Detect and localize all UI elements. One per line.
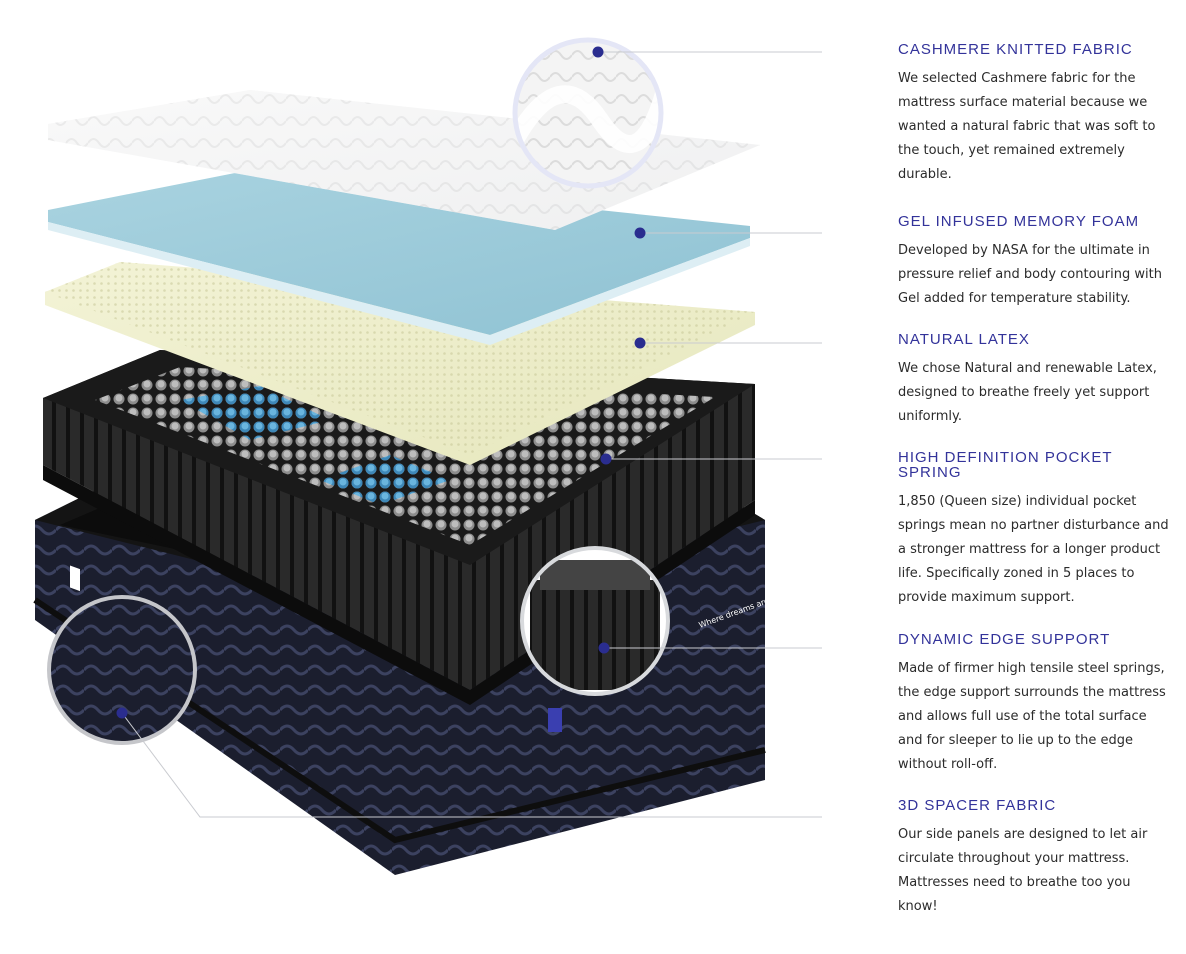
hotspot-latex [634,337,646,349]
feature-description: Developed by NASA for the ultimate in pr… [898,243,1162,306]
feature-dynamic-edge-support: DYNAMIC EDGE SUPPORT Made of firmer high… [898,632,1173,777]
hotspot-edge-support [598,642,610,654]
hotspot-spacer-fabric [116,707,128,719]
feature-title: GEL INFUSED MEMORY FOAM [898,213,1140,230]
feature-3d-spacer-fabric: 3D SPACER FABRIC Our side panels are des… [898,798,1173,919]
feature-description: Our side panels are designed to let air … [898,827,1148,914]
cashmere-zoom-circle [512,37,664,189]
feature-title: HIGH DEFINITION POCKET SPRING [898,449,1113,481]
hotspot-dots [116,46,646,719]
feature-description: We selected Cashmere fabric for the matt… [898,71,1156,182]
feature-cashmere-knitted-fabric: CASHMERE KNITTED FABRIC We selected Cash… [898,42,1173,187]
feature-title: DYNAMIC EDGE SUPPORT [898,631,1111,648]
edge-support-zoom-circle [520,546,670,696]
feature-title: 3D SPACER FABRIC [898,797,1057,814]
feature-description: 1,850 (Queen size) individual pocket spr… [898,494,1169,605]
feature-gel-infused-memory-foam: GEL INFUSED MEMORY FOAM Developed by NAS… [898,214,1173,311]
feature-description: Made of firmer high tensile steel spring… [898,661,1166,772]
feature-title: NATURAL LATEX [898,331,1030,348]
feature-high-definition-pocket-spring: HIGH DEFINITION POCKET SPRING 1,850 (Que… [898,450,1173,610]
spacer-fabric-zoom-circle [47,595,197,745]
feature-title: CASHMERE KNITTED FABRIC [898,41,1133,58]
cashmere-top-layer [48,90,760,230]
feature-description: We chose Natural and renewable Latex, de… [898,361,1157,424]
leader-lines [121,51,822,818]
feature-natural-latex: NATURAL LATEX We chose Natural and renew… [898,332,1173,429]
hotspot-gel-foam [634,227,646,239]
hotspot-cashmere [592,46,604,58]
hotspot-pocket-spring [600,453,612,465]
